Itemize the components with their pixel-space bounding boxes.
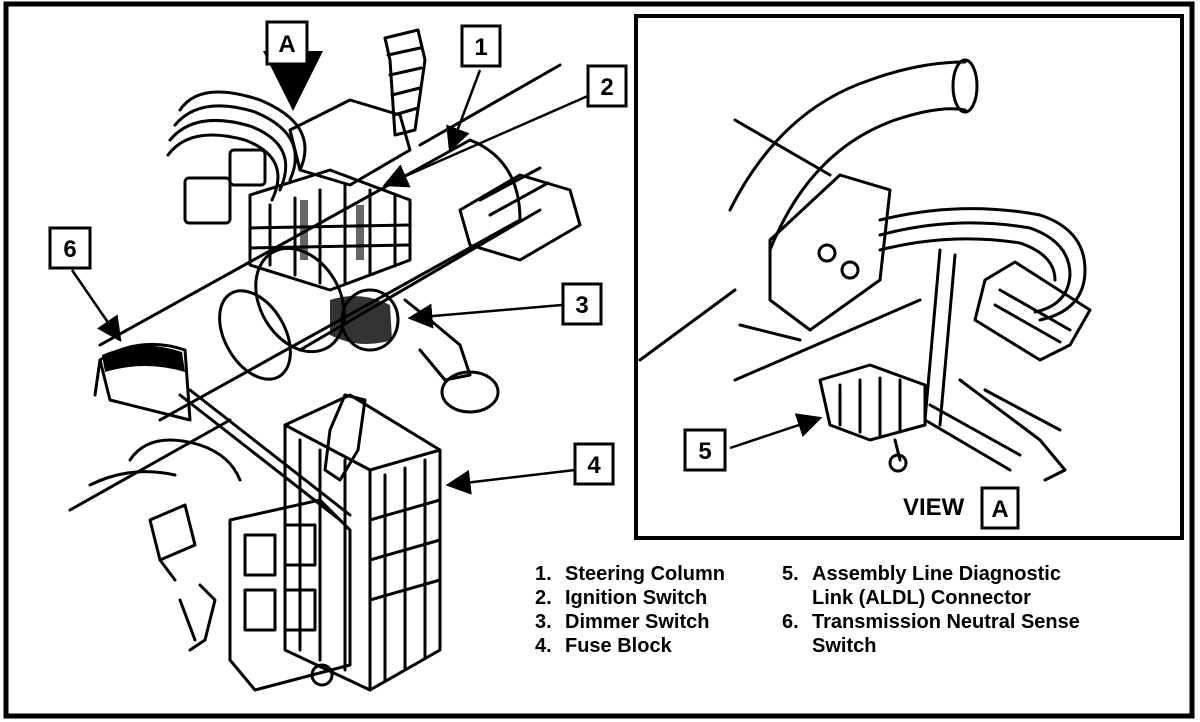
- leader-lines: [70, 51, 823, 495]
- legend-item: Switch: [812, 635, 877, 657]
- svg-text:1: 1: [474, 34, 487, 61]
- svg-text:4: 4: [587, 452, 601, 479]
- legend-item: 6.Transmission Neutral Sense: [782, 611, 1080, 633]
- view-a-box: A: [980, 486, 1020, 530]
- leader-2: [382, 93, 591, 188]
- leader-6: [70, 269, 122, 343]
- svg-text:5: 5: [698, 438, 711, 465]
- legend-item: 1.Steering Column: [535, 563, 726, 585]
- leader-3: [407, 303, 563, 329]
- legend-right: 5.Assembly Line Diagnostic Link (ALDL) C…: [782, 562, 1080, 658]
- callout-a: A: [265, 20, 309, 66]
- leader-4: [445, 468, 576, 495]
- legend-item: 5.Assembly Line Diagnostic: [782, 563, 1061, 585]
- view-word-label: VIEW: [903, 494, 965, 521]
- callout-2: 2: [586, 64, 628, 108]
- svg-text:A: A: [991, 496, 1008, 523]
- legend-left: 1.Steering Column 2.Ignition Switch 3.Di…: [535, 562, 725, 658]
- leader-1: [446, 69, 482, 153]
- steering-column-drawing: [68, 28, 582, 692]
- view-a-drawing: [638, 58, 1092, 482]
- svg-text:A: A: [278, 31, 295, 58]
- svg-text:6: 6: [63, 236, 76, 263]
- svg-text:3: 3: [575, 292, 588, 319]
- callout-4: 4: [573, 442, 615, 486]
- svg-text:2: 2: [600, 74, 613, 101]
- callout-5: 5: [683, 428, 727, 472]
- legend-item: Link (ALDL) Connector: [812, 587, 1031, 609]
- callout-3: 3: [561, 282, 603, 326]
- callout-6: 6: [48, 226, 92, 270]
- legend-item: 3.Dimmer Switch: [535, 611, 710, 633]
- outer-frame: [3, 1, 1195, 719]
- inset-frame: [634, 14, 1184, 540]
- legend-item: 2.Ignition Switch: [535, 587, 708, 609]
- legend-item: 4.Fuse Block: [535, 635, 672, 657]
- leader-5: [729, 413, 823, 450]
- shaded-parts: [102, 200, 392, 372]
- callout-1: 1: [460, 24, 502, 68]
